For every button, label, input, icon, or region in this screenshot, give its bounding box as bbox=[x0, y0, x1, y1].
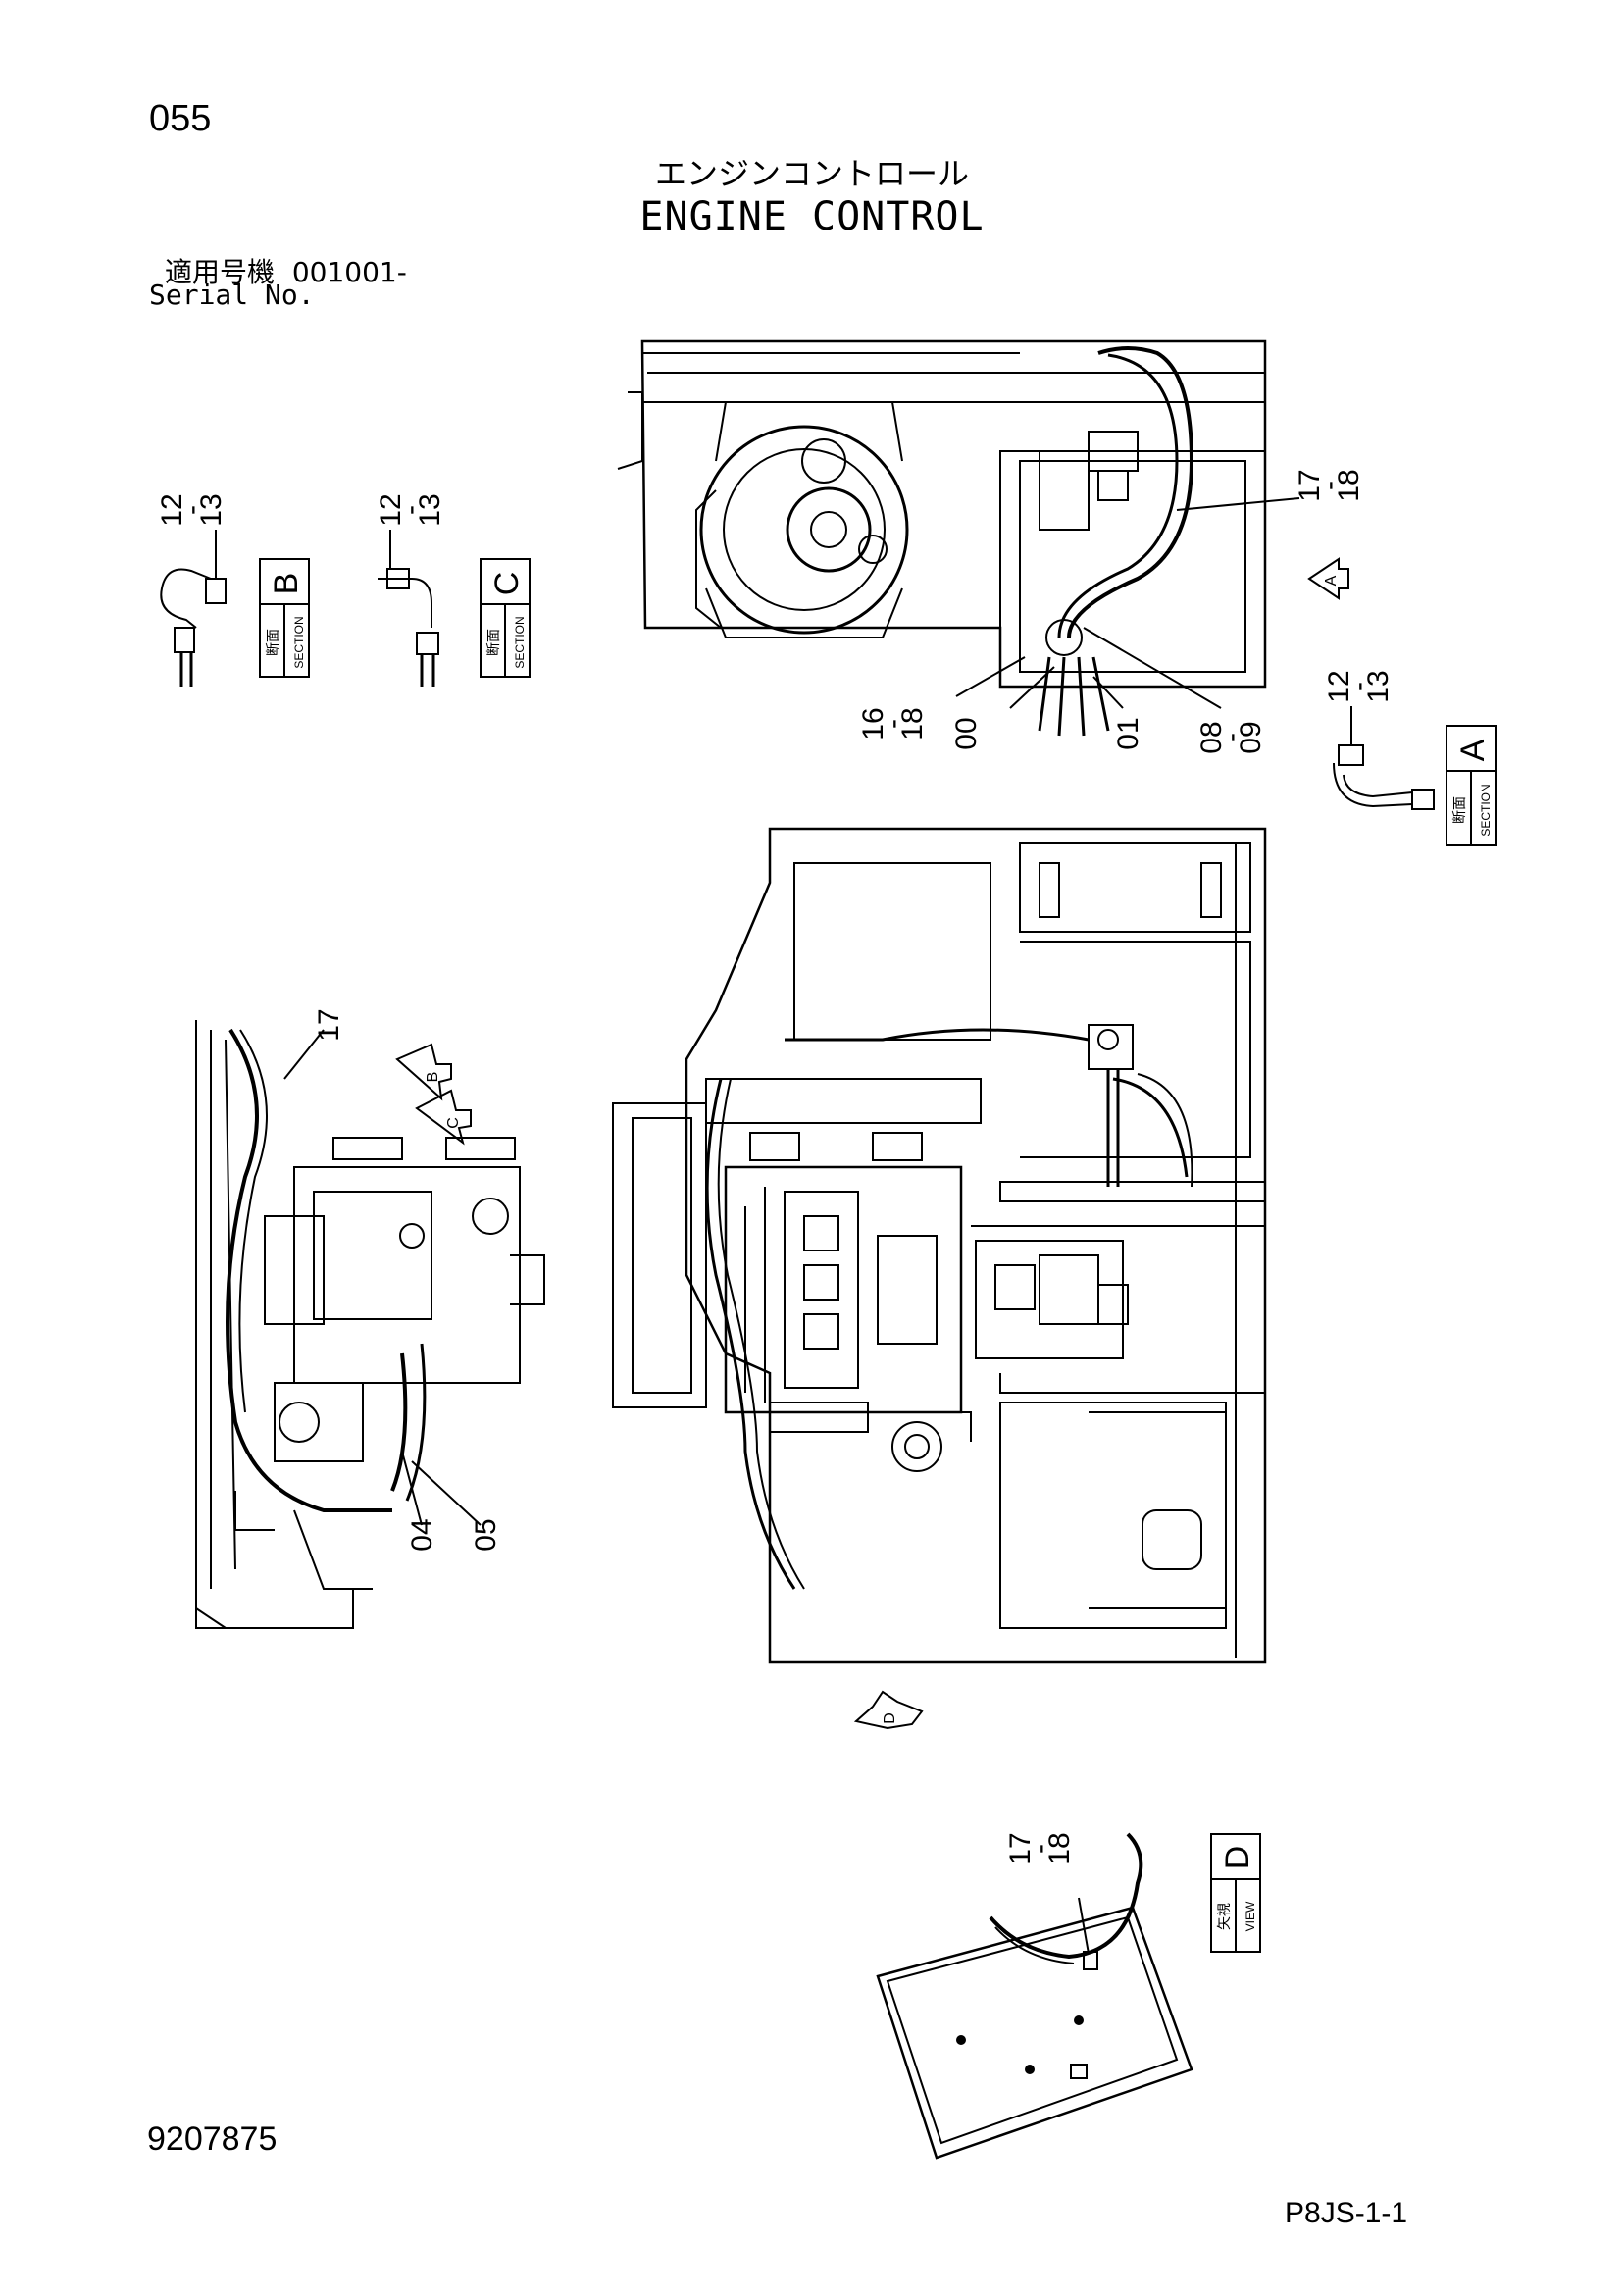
callout-dash-b: - bbox=[176, 505, 208, 515]
view-arrow-d bbox=[853, 1690, 924, 1730]
page-number: 055 bbox=[149, 98, 212, 139]
serial-label-english: Serial No. bbox=[149, 279, 315, 311]
callout-13-b: 13 bbox=[195, 493, 228, 526]
callout-dash-a: - bbox=[1343, 682, 1375, 691]
callout-dash-top: - bbox=[1313, 481, 1345, 490]
section-b-jp: 断面 bbox=[265, 629, 280, 656]
callout-dash-view: - bbox=[1024, 1844, 1056, 1854]
section-a-letter: A bbox=[1454, 739, 1492, 761]
view-d-detail bbox=[876, 1832, 1193, 2160]
main-plan-view bbox=[612, 827, 1267, 1664]
section-d-en: VIEW bbox=[1243, 1901, 1257, 1931]
callout-00: 00 bbox=[950, 717, 983, 749]
callout-12-c: 12 bbox=[375, 493, 407, 526]
callout-17-view: 17 bbox=[1004, 1832, 1037, 1864]
callout-01: 01 bbox=[1112, 717, 1144, 749]
section-b-detail bbox=[160, 530, 227, 687]
callout-16: 16 bbox=[857, 707, 889, 740]
view-arrow-b bbox=[395, 1043, 452, 1101]
page-title: ENGINE CONTROL bbox=[639, 194, 985, 239]
serial-label-jp-text: 適用号機 bbox=[165, 256, 276, 288]
left-side-view bbox=[195, 1020, 545, 1629]
section-c-jp: 断面 bbox=[485, 629, 501, 656]
sheet-code: P8JS-1-1 bbox=[1285, 2197, 1408, 2229]
serial-value: 001001- bbox=[291, 256, 407, 288]
callout-18-top: 18 bbox=[1333, 469, 1365, 501]
section-b-en: SECTION bbox=[292, 616, 306, 668]
section-c-en: SECTION bbox=[513, 616, 527, 668]
callout-13-c: 13 bbox=[414, 493, 446, 526]
view-arrow-a bbox=[1307, 557, 1349, 600]
callout-dash-08: - bbox=[1215, 733, 1247, 742]
callout-17-side: 17 bbox=[313, 1008, 345, 1041]
callout-09: 09 bbox=[1235, 721, 1267, 753]
section-d-letter: D bbox=[1219, 1846, 1256, 1870]
serial-label-japanese: 適用号機 001001- bbox=[165, 251, 407, 290]
callout-13-a: 13 bbox=[1362, 670, 1395, 702]
document-number: 9207875 bbox=[147, 2120, 278, 2158]
arrow-a-letter: A bbox=[1323, 575, 1340, 586]
arrow-c-letter: C bbox=[445, 1117, 462, 1129]
callout-12-b: 12 bbox=[156, 493, 188, 526]
callout-12-a: 12 bbox=[1323, 670, 1355, 702]
section-a-en: SECTION bbox=[1479, 784, 1493, 836]
callout-17-top: 17 bbox=[1294, 469, 1326, 501]
arrow-b-letter: B bbox=[425, 1072, 441, 1083]
section-c-detail bbox=[378, 530, 439, 687]
callout-05: 05 bbox=[470, 1518, 502, 1551]
arrow-d-letter: D bbox=[882, 1712, 898, 1724]
section-b-letter: B bbox=[268, 573, 305, 595]
section-c-letter: C bbox=[488, 572, 526, 596]
callout-08: 08 bbox=[1195, 721, 1228, 753]
callout-18-16: 18 bbox=[896, 707, 929, 740]
callout-dash-16: - bbox=[877, 719, 909, 729]
view-arrow-c bbox=[415, 1089, 472, 1146]
top-assembly-view bbox=[617, 339, 1300, 737]
callout-18-view: 18 bbox=[1043, 1832, 1076, 1864]
section-d-jp: 矢視 bbox=[1216, 1903, 1232, 1930]
section-a-detail bbox=[1333, 706, 1435, 810]
callout-dash-c: - bbox=[394, 505, 427, 515]
callout-04: 04 bbox=[406, 1518, 438, 1551]
section-a-jp: 断面 bbox=[1451, 796, 1467, 824]
page-title-japanese: エンジンコントロール bbox=[654, 155, 969, 192]
